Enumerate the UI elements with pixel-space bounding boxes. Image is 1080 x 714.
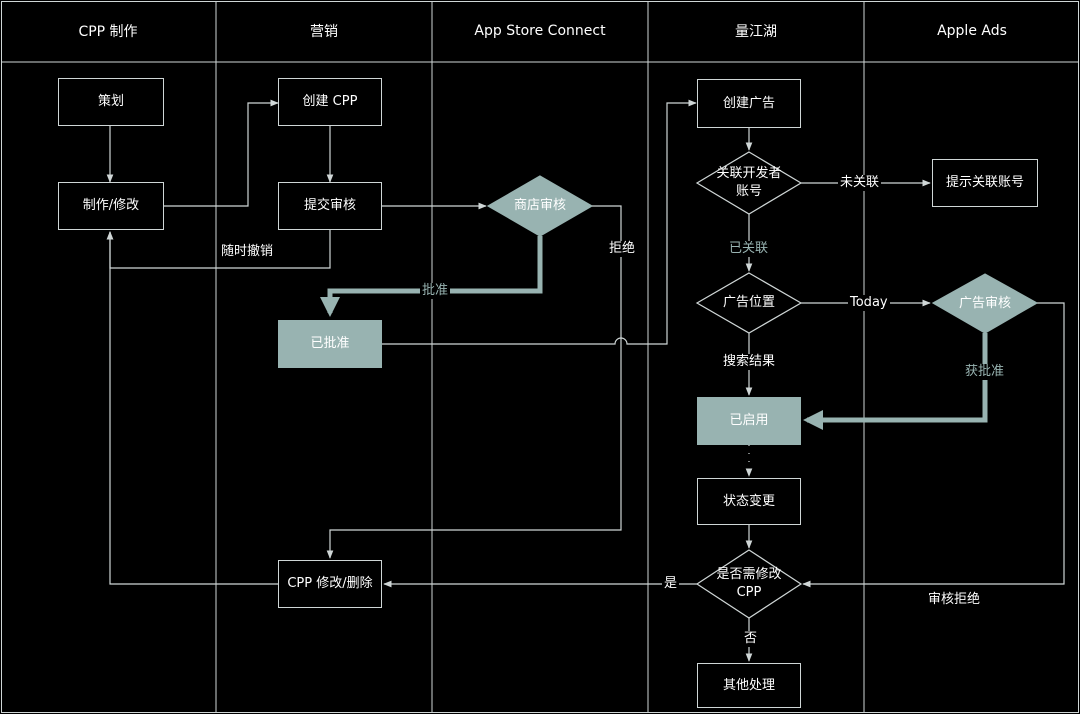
edge-modify-make: [106, 231, 278, 585]
label-search-results: 搜索结果: [721, 354, 778, 370]
lane-title-app-store-connect: App Store Connect: [474, 23, 606, 39]
label-review-rejected: 审核拒绝: [926, 592, 983, 608]
node-make-modify: 制作/修改: [58, 182, 164, 230]
node-prompt-link-account: 提示关联账号: [932, 159, 1038, 207]
lane-title-apple-ads: Apple Ads: [937, 23, 1007, 39]
label-linked: 已关联: [727, 241, 771, 257]
node-plan: 策划: [58, 78, 164, 126]
node-status-change: 状态变更: [697, 478, 801, 525]
edge-reject: [326, 205, 622, 559]
label-yes: 是: [662, 576, 680, 592]
label-no: 否: [742, 631, 760, 647]
node-create-ad: 创建广告: [697, 79, 801, 128]
label-reject: 拒绝: [607, 241, 638, 257]
node-enabled: 已启用: [697, 397, 801, 445]
node-create-cpp: 创建 CPP: [278, 78, 382, 126]
label-approve: 批准: [420, 283, 451, 299]
ad-review-diamond: [931, 273, 1039, 334]
link-dev-diamond: [695, 151, 803, 215]
lane-title-cpp-production: CPP 制作: [78, 24, 138, 40]
node-cpp-modify-delete: CPP 修改/删除: [278, 560, 382, 608]
edge-review-rejected: [802, 302, 1065, 588]
label-got-approved: 获批准: [963, 364, 1007, 380]
lane-title-marketing: 营销: [310, 24, 338, 40]
edge-approved-create-ad: [382, 99, 697, 345]
lane-title-liangjianghu: 量江湖: [735, 24, 777, 40]
node-other-handling: 其他处理: [697, 663, 801, 708]
label-today: Today: [848, 295, 890, 311]
need-modify-diamond: [695, 549, 803, 619]
label-withdraw: 随时撤销: [219, 244, 276, 260]
edge-approve: [320, 236, 543, 317]
node-submit-review: 提交审核: [278, 182, 382, 230]
ad-position-diamond: [695, 272, 803, 334]
edge-make-create-cpp: [164, 99, 279, 207]
node-approved: 已批准: [278, 320, 382, 368]
label-not-linked: 未关联: [838, 175, 882, 191]
edge-got-approved: [803, 333, 988, 430]
store-review-diamond: [486, 175, 594, 237]
